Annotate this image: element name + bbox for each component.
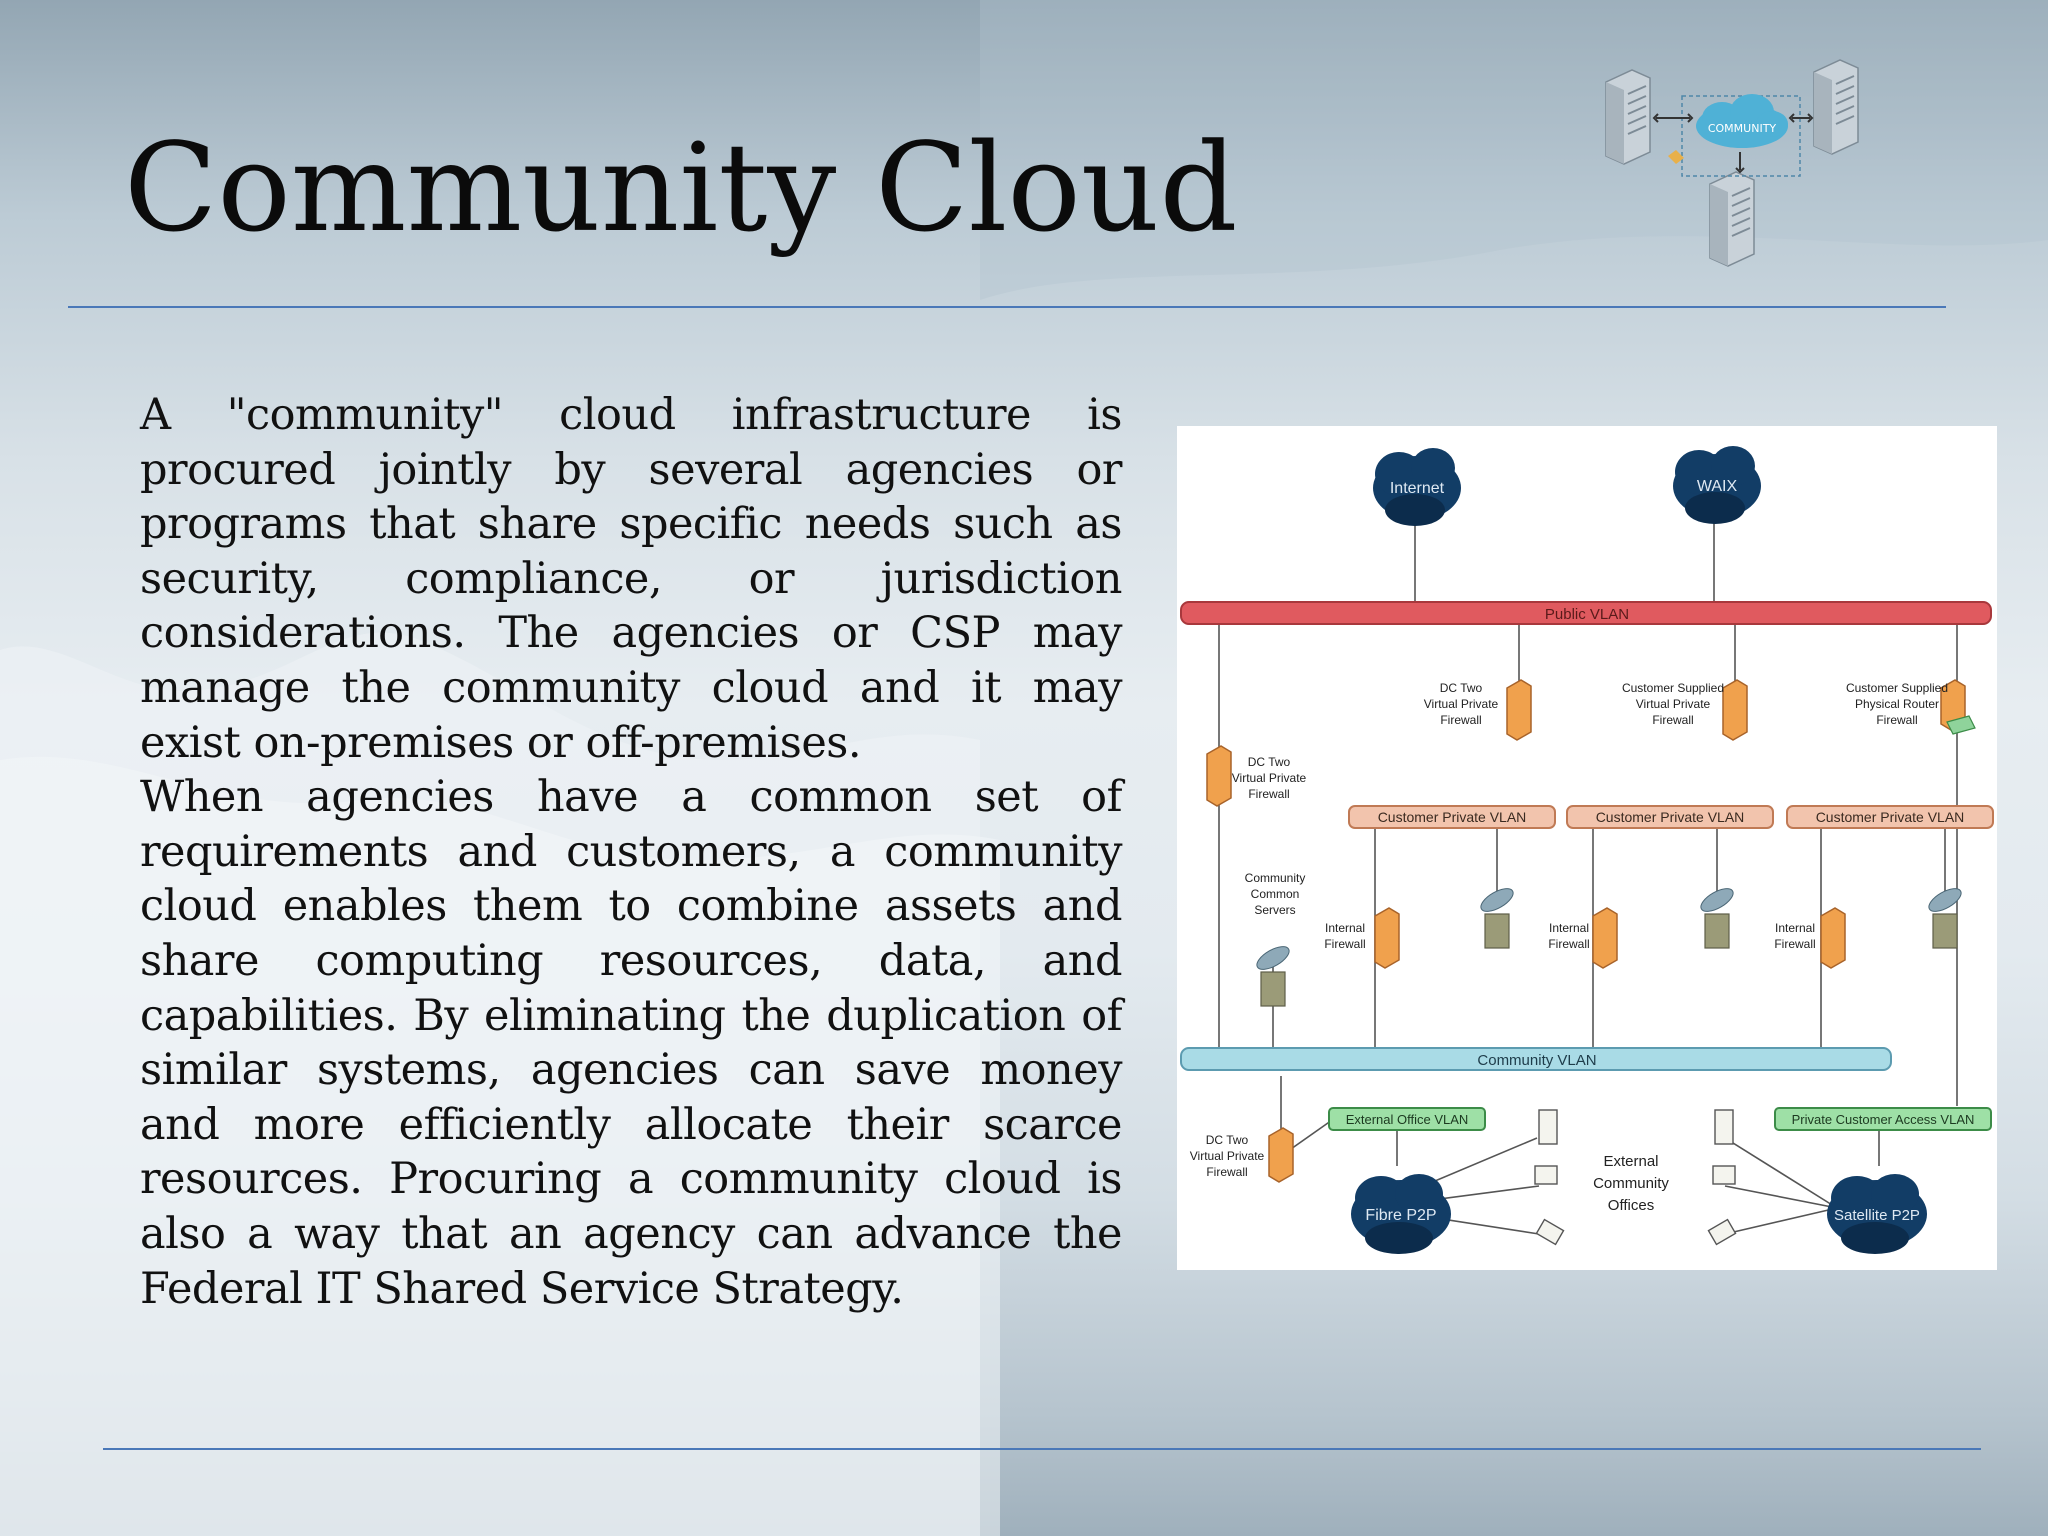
label-common: Common (1251, 887, 1300, 901)
label-firewall: Firewall (1206, 1165, 1247, 1179)
community-vlan-label: Community VLAN (1477, 1052, 1596, 1069)
laptop-icon (1535, 1218, 1565, 1246)
customer-vlan-bar (1786, 805, 1994, 829)
firewall-icon (1268, 1127, 1294, 1183)
label-dc-two: DC Two (1248, 755, 1291, 769)
label-servers: Servers (1254, 903, 1295, 917)
cloud-label-satellite: Satellite P2P (1834, 1207, 1920, 1224)
label-internal: Internal (1775, 921, 1815, 935)
router-icon (1946, 715, 1976, 735)
server-icon (1256, 946, 1290, 1007)
top-divider (68, 306, 1946, 308)
cloud-label-fibre: Fibre P2P (1365, 1207, 1436, 1224)
label-firewall: Firewall (1876, 713, 1917, 727)
computer-icon (1714, 1109, 1734, 1145)
label-customer-supplied: Customer Supplied (1846, 681, 1948, 695)
customer-vlan-label: Customer Private VLAN (1596, 809, 1745, 825)
label-dc-two: DC Two (1440, 681, 1483, 695)
computer-icon (1712, 1165, 1736, 1185)
label-internal: Internal (1549, 921, 1589, 935)
cloud-icon (1673, 446, 1761, 524)
label-internal: Internal (1325, 921, 1365, 935)
cloud-icon (1696, 94, 1788, 148)
label-physical-router: Physical Router (1855, 697, 1939, 711)
access-vlan-bar (1774, 1107, 1992, 1131)
cloud-icon (1351, 1174, 1451, 1254)
server-icon (1813, 59, 1859, 155)
server-icon (1605, 69, 1651, 165)
public-vlan-label: Public VLAN (1545, 606, 1629, 623)
label-firewall: Firewall (1548, 937, 1589, 951)
network-diagram: Internet WAIX Fibre P2P Satellite P2P Pu… (1177, 426, 1997, 1270)
paragraph: A "community" cloud infrastructure is pr… (140, 390, 1123, 768)
community-vlan-bar (1180, 1047, 1892, 1071)
paragraph: When agencies have a common set of requi… (140, 772, 1123, 1314)
label-dc-two: DC Two (1206, 1133, 1249, 1147)
label-virtual-private: Virtual Private (1636, 697, 1711, 711)
community-cloud-icon: COMMUNITY (1605, 59, 1859, 267)
server-icon (1480, 888, 1514, 949)
cloud-label-internet: Internet (1390, 480, 1445, 497)
slide-title: Community Cloud (124, 117, 1238, 259)
customer-vlan-bar (1348, 805, 1556, 829)
access-vlan-label: Private Customer Access VLAN (1792, 1112, 1975, 1127)
label-firewall: Firewall (1652, 713, 1693, 727)
logo-cloud-label: COMMUNITY (1708, 122, 1777, 135)
label-virtual-private: Virtual Private (1232, 771, 1307, 785)
computer-icon (1538, 1109, 1558, 1145)
server-icon (1700, 888, 1734, 949)
label-firewall: Firewall (1440, 713, 1481, 727)
customer-vlan-label: Customer Private VLAN (1378, 809, 1527, 825)
server-icon (1928, 888, 1962, 949)
firewall-icon (1722, 679, 1748, 741)
label-firewall: Firewall (1324, 937, 1365, 951)
customer-vlan-bar (1566, 805, 1774, 829)
label-community: Community (1593, 1175, 1669, 1192)
body-text: A "community" cloud infrastructure is pr… (140, 388, 1123, 1316)
firewall-icon (1820, 907, 1846, 969)
bottom-divider (103, 1448, 1981, 1450)
firewall-icon (1506, 679, 1532, 741)
firewall-icon (1592, 907, 1618, 969)
label-virtual-private: Virtual Private (1424, 697, 1499, 711)
customer-vlan-label: Customer Private VLAN (1816, 809, 1965, 825)
label-virtual-private: Virtual Private (1190, 1149, 1265, 1163)
label-community: Community (1245, 871, 1306, 885)
cloud-icon (1827, 1174, 1927, 1254)
label-external: External (1603, 1153, 1658, 1170)
laptop-icon (1707, 1218, 1737, 1246)
label-customer-supplied: Customer Supplied (1622, 681, 1724, 695)
computer-icon (1534, 1165, 1558, 1185)
public-vlan-bar (1180, 601, 1992, 625)
label-firewall: Firewall (1774, 937, 1815, 951)
external-office-vlan-bar (1328, 1107, 1486, 1131)
firewall-icon (1206, 745, 1232, 807)
firewall-icon (1374, 907, 1400, 969)
server-icon (1709, 171, 1755, 267)
label-offices: Offices (1608, 1197, 1654, 1214)
cloud-label-waix: WAIX (1697, 478, 1738, 495)
label-firewall: Firewall (1248, 787, 1289, 801)
cloud-icon (1373, 448, 1461, 526)
external-office-vlan-label: External Office VLAN (1346, 1112, 1469, 1127)
